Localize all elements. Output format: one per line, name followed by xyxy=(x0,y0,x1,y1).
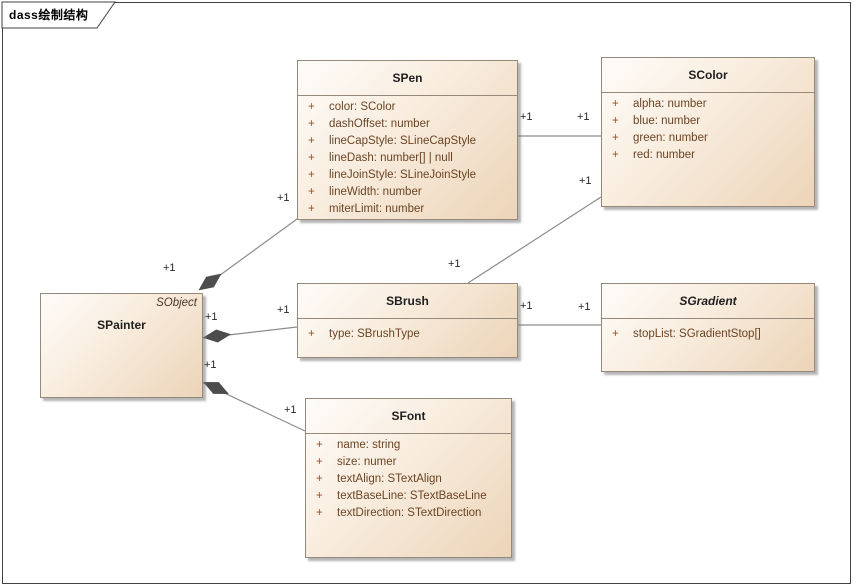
association-sbrush-scolor[interactable] xyxy=(467,196,602,284)
class-sbrush-attributes: + type: SBrushType xyxy=(298,318,517,343)
attribute-row: + lineCapStyle: SLineCapStyle xyxy=(298,133,517,150)
multiplicity-sbrush-sgradient-source: +1 xyxy=(520,300,533,312)
attribute-row: + name: string xyxy=(306,437,511,454)
multiplicity-spainter-sfont-target: +1 xyxy=(284,404,297,416)
visibility-public: + xyxy=(308,152,315,164)
visibility-public: + xyxy=(308,135,315,147)
visibility-public: + xyxy=(612,98,619,110)
attribute-row: + green: number xyxy=(602,130,814,147)
class-spen-attributes: + color: SColor + dashOffset: number + l… xyxy=(298,95,517,218)
attribute-text: green: number xyxy=(633,132,708,144)
class-sfont[interactable]: SFont + name: string + size: numer + tex… xyxy=(305,398,512,558)
attribute-row: + miterLimit: number xyxy=(298,201,517,218)
class-scolor[interactable]: SColor + alpha: number + blue: number + … xyxy=(601,57,815,207)
visibility-public: + xyxy=(308,101,315,113)
attribute-row: + textBaseLine: STextBaseLine xyxy=(306,488,511,505)
attribute-text: lineCapStyle: SLineCapStyle xyxy=(329,135,477,147)
attribute-row: + size: numer xyxy=(306,454,511,471)
attribute-row: + textAlign: STextAlign xyxy=(306,471,511,488)
attribute-row: + red: number xyxy=(602,147,814,164)
visibility-public: + xyxy=(316,456,323,468)
multiplicity-spainter-spen-target: +1 xyxy=(277,192,290,204)
composition-diamond-spen[interactable] xyxy=(196,270,224,295)
attribute-row: + color: SColor xyxy=(298,99,517,116)
attribute-text: lineJoinStyle: SLineJoinStyle xyxy=(329,169,477,181)
class-sgradient-title: SGradient xyxy=(679,294,737,308)
multiplicity-sbrush-scolor-target: +1 xyxy=(579,175,592,187)
attribute-text: size: numer xyxy=(337,456,397,468)
attribute-text: lineWidth: number xyxy=(329,186,422,198)
visibility-public: + xyxy=(308,328,315,340)
class-spainter[interactable]: SObject SPainter xyxy=(40,293,203,398)
attribute-row: + alpha: number xyxy=(602,96,814,113)
attribute-text: textDirection: STextDirection xyxy=(337,507,482,519)
attribute-text: name: string xyxy=(337,439,401,451)
visibility-public: + xyxy=(316,507,323,519)
visibility-public: + xyxy=(316,439,323,451)
attribute-text: color: SColor xyxy=(329,101,396,113)
attribute-row: + lineJoinStyle: SLineJoinStyle xyxy=(298,167,517,184)
class-sfont-title: SFont xyxy=(391,409,426,423)
class-scolor-attributes: + alpha: number + blue: number + green: … xyxy=(602,92,814,164)
attribute-row: + blue: number xyxy=(602,113,814,130)
composition-diamond-sbrush[interactable] xyxy=(202,328,232,343)
attribute-text: miterLimit: number xyxy=(329,203,425,215)
visibility-public: + xyxy=(308,186,315,198)
visibility-public: + xyxy=(612,149,619,161)
visibility-public: + xyxy=(612,115,619,127)
class-spainter-parent: SObject xyxy=(156,297,197,309)
class-sbrush[interactable]: SBrush + type: SBrushType xyxy=(297,283,518,358)
attribute-text: red: number xyxy=(633,149,696,161)
visibility-public: + xyxy=(316,473,323,485)
class-spen-title: SPen xyxy=(392,71,423,85)
class-sgradient[interactable]: SGradient + stopList: SGradientStop[] xyxy=(601,283,815,372)
multiplicity-spainter-spen-source: +1 xyxy=(163,262,176,274)
multiplicity-spainter-sbrush-target: +1 xyxy=(277,304,290,316)
attribute-row: + lineWidth: number xyxy=(298,184,517,201)
attribute-text: alpha: number xyxy=(633,98,707,110)
attribute-row: + textDirection: STextDirection xyxy=(306,505,511,522)
attribute-row: + dashOffset: number xyxy=(298,116,517,133)
visibility-public: + xyxy=(308,203,315,215)
multiplicity-sbrush-scolor-source: +1 xyxy=(448,258,461,270)
attribute-text: type: SBrushType xyxy=(329,328,420,340)
attribute-text: textAlign: STextAlign xyxy=(337,473,442,485)
multiplicity-sbrush-sgradient-target: +1 xyxy=(578,301,591,313)
visibility-public: + xyxy=(308,118,315,130)
multiplicity-spainter-sfont-source: +1 xyxy=(204,359,217,371)
attribute-text: dashOffset: number xyxy=(329,118,430,130)
visibility-public: + xyxy=(316,490,323,502)
frame-label: dass绘制结构 xyxy=(9,8,89,22)
visibility-public: + xyxy=(612,132,619,144)
attribute-text: lineDash: number[] | null xyxy=(329,152,453,164)
class-sgradient-attributes: + stopList: SGradientStop[] xyxy=(602,318,814,343)
multiplicity-spen-scolor-source: +1 xyxy=(520,111,533,123)
class-spainter-title: SPainter xyxy=(97,318,146,332)
class-spen[interactable]: SPen + color: SColor + dashOffset: numbe… xyxy=(297,60,518,220)
multiplicity-spen-scolor-target: +1 xyxy=(577,111,590,123)
class-sfont-attributes: + name: string + size: numer + textAlign… xyxy=(306,433,511,522)
class-scolor-title: SColor xyxy=(688,68,728,82)
attribute-row: + lineDash: number[] | null xyxy=(298,150,517,167)
composition-diamond-sfont[interactable] xyxy=(202,377,231,399)
multiplicity-spainter-sbrush-source: +1 xyxy=(205,311,218,323)
class-sbrush-title: SBrush xyxy=(386,294,429,308)
attribute-text: stopList: SGradientStop[] xyxy=(633,328,761,340)
visibility-public: + xyxy=(308,169,315,181)
attribute-text: blue: number xyxy=(633,115,701,127)
attribute-text: textBaseLine: STextBaseLine xyxy=(337,490,487,502)
attribute-row: + stopList: SGradientStop[] xyxy=(602,326,814,343)
frame-tab xyxy=(1,1,116,29)
visibility-public: + xyxy=(612,328,619,340)
attribute-row: + type: SBrushType xyxy=(298,326,517,343)
